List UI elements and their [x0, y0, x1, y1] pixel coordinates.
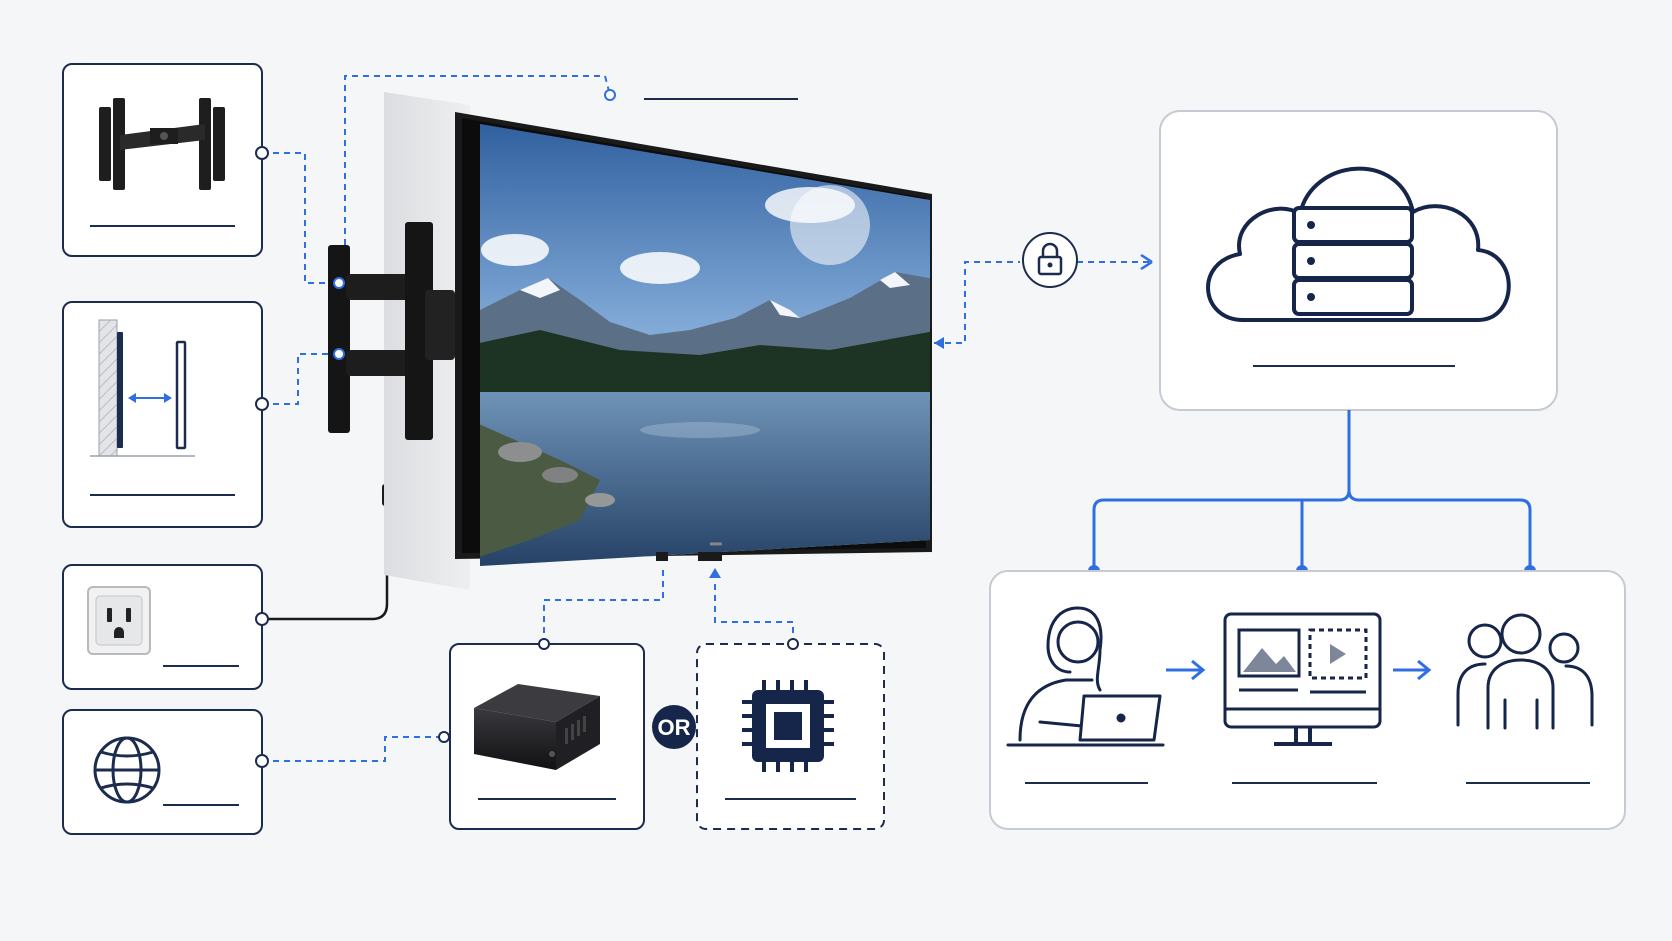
tv-display: ▀▀▀	[455, 112, 932, 566]
connectors	[262, 75, 1150, 762]
connector-dot	[255, 754, 269, 768]
or-label: OR	[658, 715, 691, 740]
connector-dot	[538, 638, 550, 650]
tv-brand-label: ▀▀▀	[709, 542, 722, 549]
connector-mount-panel	[262, 152, 337, 284]
connector-dot	[604, 89, 616, 101]
person-laptop-icon	[1006, 606, 1165, 747]
arrow-left-tv	[934, 337, 944, 349]
tv-wall-mount-icon	[99, 98, 225, 190]
or-badge: OR	[652, 705, 696, 749]
arrow-right-icon	[1166, 659, 1206, 681]
connector-clearance-panel	[262, 353, 337, 405]
wall-clearance-icon	[90, 319, 195, 457]
arrow-up-tv	[709, 568, 721, 578]
chip-icon	[742, 680, 834, 772]
audience-group-icon	[1456, 613, 1594, 730]
connector-dot	[255, 397, 269, 411]
embedded-chip-panel	[696, 643, 885, 830]
connector-dot	[255, 146, 269, 160]
cloud-panel	[1159, 110, 1558, 411]
connector-globe-panel	[262, 736, 444, 762]
power-cable	[262, 500, 389, 621]
connector-dot	[438, 731, 450, 743]
connector-chip	[714, 580, 794, 644]
cloud-tree-connector	[1092, 410, 1532, 571]
left-panel-power	[62, 564, 263, 690]
connector-dot	[255, 612, 269, 626]
tv-screen-landscape	[480, 124, 930, 566]
media-player-panel	[449, 643, 645, 830]
media-player-box-icon	[474, 684, 600, 770]
lock-icon	[1022, 232, 1078, 288]
power-outlet-icon	[87, 586, 151, 655]
arrow-right-icon	[1393, 659, 1432, 681]
globe-icon	[93, 736, 161, 804]
cloud-server-icon	[1206, 166, 1511, 322]
connector-dot	[787, 638, 799, 650]
left-panel-clearance	[62, 301, 263, 528]
left-panel-network	[62, 709, 263, 835]
left-panel-mount	[62, 63, 263, 257]
connector-media-box	[543, 565, 664, 644]
monitor-media-icon	[1223, 612, 1382, 746]
arrow-right-cloud	[1140, 253, 1153, 271]
connector-tv-lock	[934, 261, 1020, 344]
articulating-arm-mount	[328, 222, 455, 440]
workflow-panel	[989, 570, 1626, 830]
connector-top-callout	[344, 75, 611, 245]
